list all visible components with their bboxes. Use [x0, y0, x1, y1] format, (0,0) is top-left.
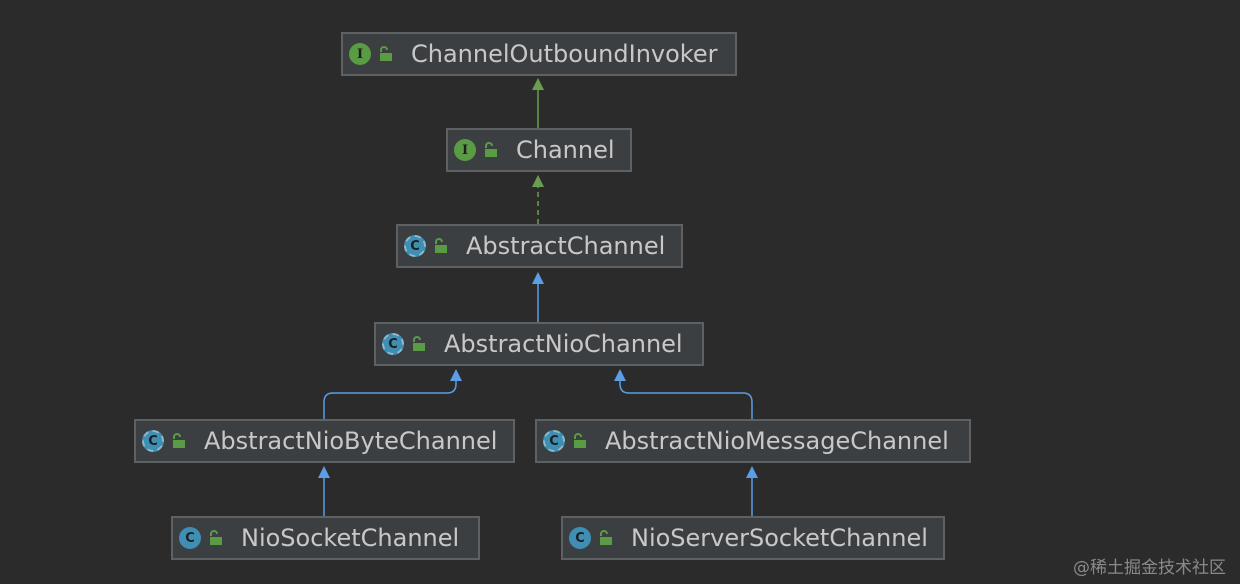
unlocked-icon	[413, 336, 425, 351]
node-abstract-nio-byte-channel[interactable]: C AbstractNioByteChannel	[134, 419, 515, 463]
unlocked-icon	[574, 433, 586, 448]
class-icon: C	[179, 527, 201, 549]
edge-abstractchannel-to-channel	[532, 175, 544, 224]
node-label: ChannelOutboundInvoker	[411, 40, 718, 68]
abstract-class-icon: C	[404, 235, 426, 257]
unlocked-icon	[380, 46, 392, 61]
unlocked-icon	[173, 433, 185, 448]
abstract-class-icon: C	[543, 430, 565, 452]
node-nio-server-socket-channel[interactable]: C NioServerSocketChannel	[561, 516, 945, 560]
unlocked-icon	[435, 238, 447, 253]
node-label: NioSocketChannel	[241, 524, 460, 552]
node-abstract-nio-channel[interactable]: C AbstractNioChannel	[374, 322, 704, 366]
node-nio-socket-channel[interactable]: C NioSocketChannel	[171, 516, 480, 560]
edge-niosocket-to-bytechannel	[318, 466, 330, 516]
edge-nioserversocket-to-messagechannel	[746, 466, 758, 516]
edge-bytechannel-to-abstractniochannel	[323, 369, 462, 419]
abstract-class-icon: C	[142, 430, 164, 452]
node-label: AbstractNioChannel	[444, 330, 683, 358]
interface-icon: I	[349, 43, 371, 65]
node-label: NioServerSocketChannel	[631, 524, 928, 552]
unlocked-icon	[210, 530, 222, 545]
node-label: AbstractChannel	[466, 232, 666, 260]
watermark: @稀土掘金技术社区	[1073, 558, 1226, 578]
edge-abstractniochannel-to-abstractchannel	[532, 272, 544, 322]
node-abstract-channel[interactable]: C AbstractChannel	[396, 224, 683, 268]
class-icon: C	[569, 527, 591, 549]
abstract-class-icon: C	[382, 333, 404, 355]
node-label: AbstractNioByteChannel	[204, 427, 498, 455]
node-abstract-nio-message-channel[interactable]: C AbstractNioMessageChannel	[535, 419, 971, 463]
node-channel[interactable]: I Channel	[446, 128, 632, 172]
node-channel-outbound-invoker[interactable]: I ChannelOutboundInvoker	[341, 32, 737, 76]
node-label: Channel	[516, 136, 615, 164]
unlocked-icon	[485, 142, 497, 157]
edge-messagechannel-to-abstractniochannel	[614, 369, 753, 419]
edge-channel-to-outboundinvoker	[532, 78, 544, 128]
node-label: AbstractNioMessageChannel	[605, 427, 949, 455]
interface-icon: I	[454, 139, 476, 161]
unlocked-icon	[600, 530, 612, 545]
